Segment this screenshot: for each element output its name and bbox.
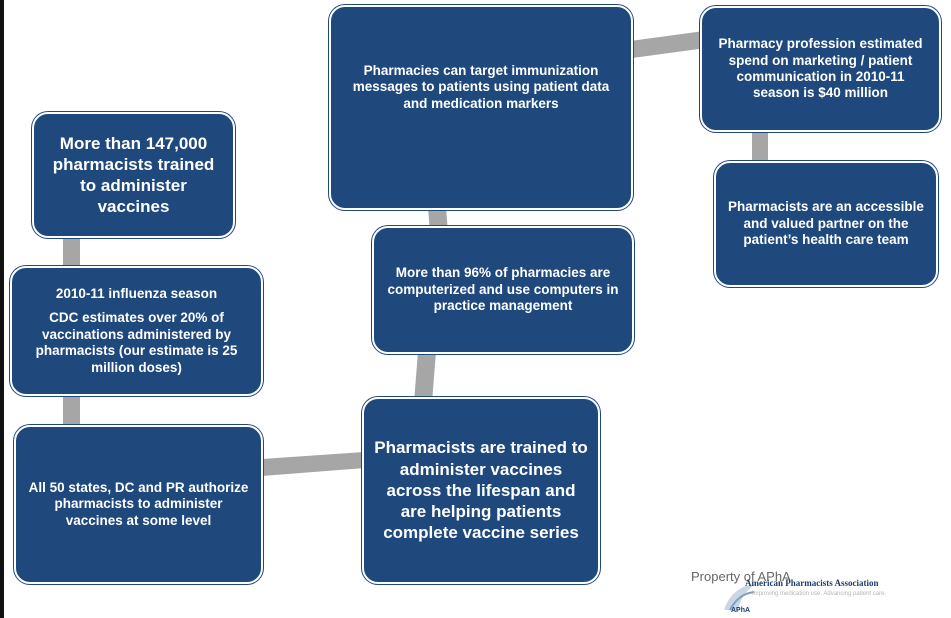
box-pharmacists-trained-text: More than 147,000 pharmacists trained to… (52, 133, 215, 217)
box-marketing-spend-text: Pharmacy profession estimated spend on m… (718, 36, 923, 101)
apha-logo-icon (724, 584, 756, 611)
box-flu-season: 2010-11 influenza season CDC estimates o… (10, 266, 263, 396)
box-lifespan-text: Pharmacists are trained to administer va… (374, 438, 588, 543)
logo-tagline: Improving medication use. Advancing pati… (752, 591, 887, 597)
box-flu-season-body: CDC estimates over 20% of vaccinations a… (35, 310, 238, 375)
watermark-text: Property of APhA (691, 569, 791, 584)
box-computerized-text: More than 96% of pharmacies are computer… (387, 265, 619, 314)
box-lifespan: Pharmacists are trained to administer va… (362, 397, 600, 584)
left-border (0, 0, 4, 618)
box-marketing-spend: Pharmacy profession estimated spend on m… (700, 6, 941, 132)
box-states-authorize: All 50 states, DC and PR authorize pharm… (14, 425, 263, 584)
connector-trained-to-flu (63, 236, 80, 272)
connector-target-to-marketing (630, 31, 706, 58)
box-accessible-partner-text: Pharmacists are an accessible and valued… (728, 199, 924, 248)
box-computerized: More than 96% of pharmacies are computer… (372, 226, 634, 354)
connector-flu-to-states (63, 393, 80, 429)
box-accessible-partner: Pharmacists are an accessible and valued… (714, 161, 938, 287)
box-flu-season-heading: 2010-11 influenza season (55, 285, 218, 301)
box-target-messages: Pharmacies can target immunization messa… (329, 5, 633, 210)
box-target-messages-text: Pharmacies can target immunization messa… (352, 63, 610, 111)
connector-lifespan-to-computerized (414, 352, 436, 402)
connector-marketing-to-accessible (752, 130, 768, 165)
box-pharmacists-trained: More than 147,000 pharmacists trained to… (32, 112, 235, 238)
connector-states-to-lifespan (262, 452, 365, 476)
logo-name: American Pharmacists Association (745, 578, 879, 588)
box-states-authorize-text: All 50 states, DC and PR authorize pharm… (28, 479, 249, 528)
logo-abbr: APhA (731, 607, 751, 614)
